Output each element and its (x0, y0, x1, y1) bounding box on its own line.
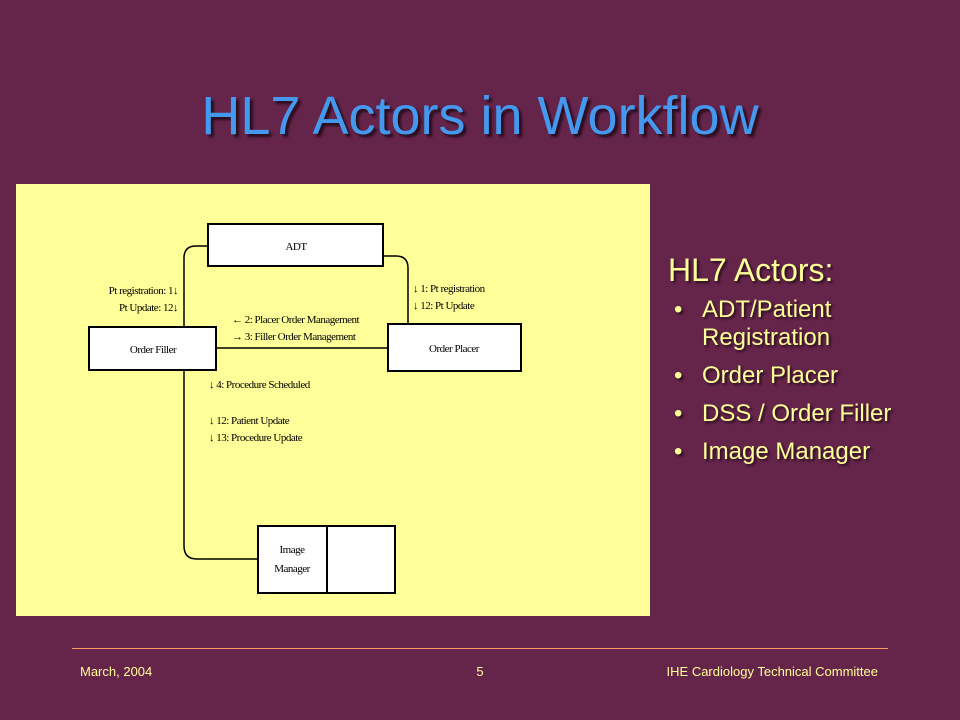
footer-divider (72, 648, 888, 649)
footer-organization: IHE Cardiology Technical Committee (666, 664, 878, 679)
connector-filler-to-image-manager (183, 370, 258, 560)
actor-item-label: Order Placer (702, 362, 839, 389)
image-manager-label-line2: Manager (274, 563, 310, 575)
diagram-connectors (183, 245, 409, 560)
workflow-diagram-panel: ADT Order Filler Order Placer Image Mana… (16, 184, 650, 616)
actor-item-image-manager: • Image Manager (668, 438, 948, 466)
actor-item-label: Image Manager (702, 438, 871, 465)
bullet-icon: • (674, 400, 683, 427)
adt-label: ADT (285, 241, 307, 253)
actor-item-order-filler: • DSS / Order Filler (668, 400, 948, 428)
order-filler-label: Order Filler (130, 344, 177, 356)
label-left-pt-registration: Pt registration: 1↓ (109, 285, 178, 297)
label-procedure-scheduled: ↓ 4: Procedure Scheduled (209, 379, 311, 391)
actors-panel: HL7 Actors: • ADT/Patient Registration •… (668, 250, 948, 476)
adt-box (207, 223, 384, 267)
actor-item-label-continued: Registration (702, 324, 831, 351)
actors-heading: HL7 Actors: (668, 252, 834, 288)
actor-item-order-placer: • Order Placer (668, 362, 948, 390)
bullet-icon: • (674, 438, 683, 465)
bullet-icon: • (674, 296, 683, 323)
order-placer-label: Order Placer (429, 343, 480, 355)
actor-list: • ADT/Patient Registration • Order Place… (668, 296, 948, 466)
slide-title: HL7 Actors in Workflow (201, 86, 759, 146)
footer-page-number: 5 (476, 664, 484, 679)
label-filler-order-management: → 3: Filler Order Management (232, 331, 356, 343)
connector-adt-to-filler (183, 245, 208, 332)
order-placer-box (387, 323, 522, 372)
bullet-icon: • (674, 362, 683, 389)
actor-item-adt: • ADT/Patient Registration (668, 296, 948, 352)
image-manager-label-line1: Image (280, 544, 306, 556)
actor-item-label: DSS / Order Filler (702, 400, 892, 427)
label-right-pt-update: ↓ 12: Pt Update (413, 300, 475, 312)
workflow-diagram: ADT Order Filler Order Placer Image Mana… (88, 223, 522, 594)
label-left-pt-update: Pt Update: 12↓ (119, 302, 178, 314)
label-procedure-update: ↓ 13: Procedure Update (209, 432, 303, 444)
label-placer-order-management: ← 2: Placer Order Management (232, 314, 360, 326)
label-patient-update: ↓ 12: Patient Update (209, 415, 290, 427)
connector-adt-to-placer (383, 255, 409, 324)
footer-date: March, 2004 (80, 664, 153, 679)
order-filler-box (88, 326, 217, 371)
actor-item-label: ADT/Patient (702, 296, 832, 323)
label-right-pt-registration: ↓ 1: Pt registration (413, 283, 486, 295)
